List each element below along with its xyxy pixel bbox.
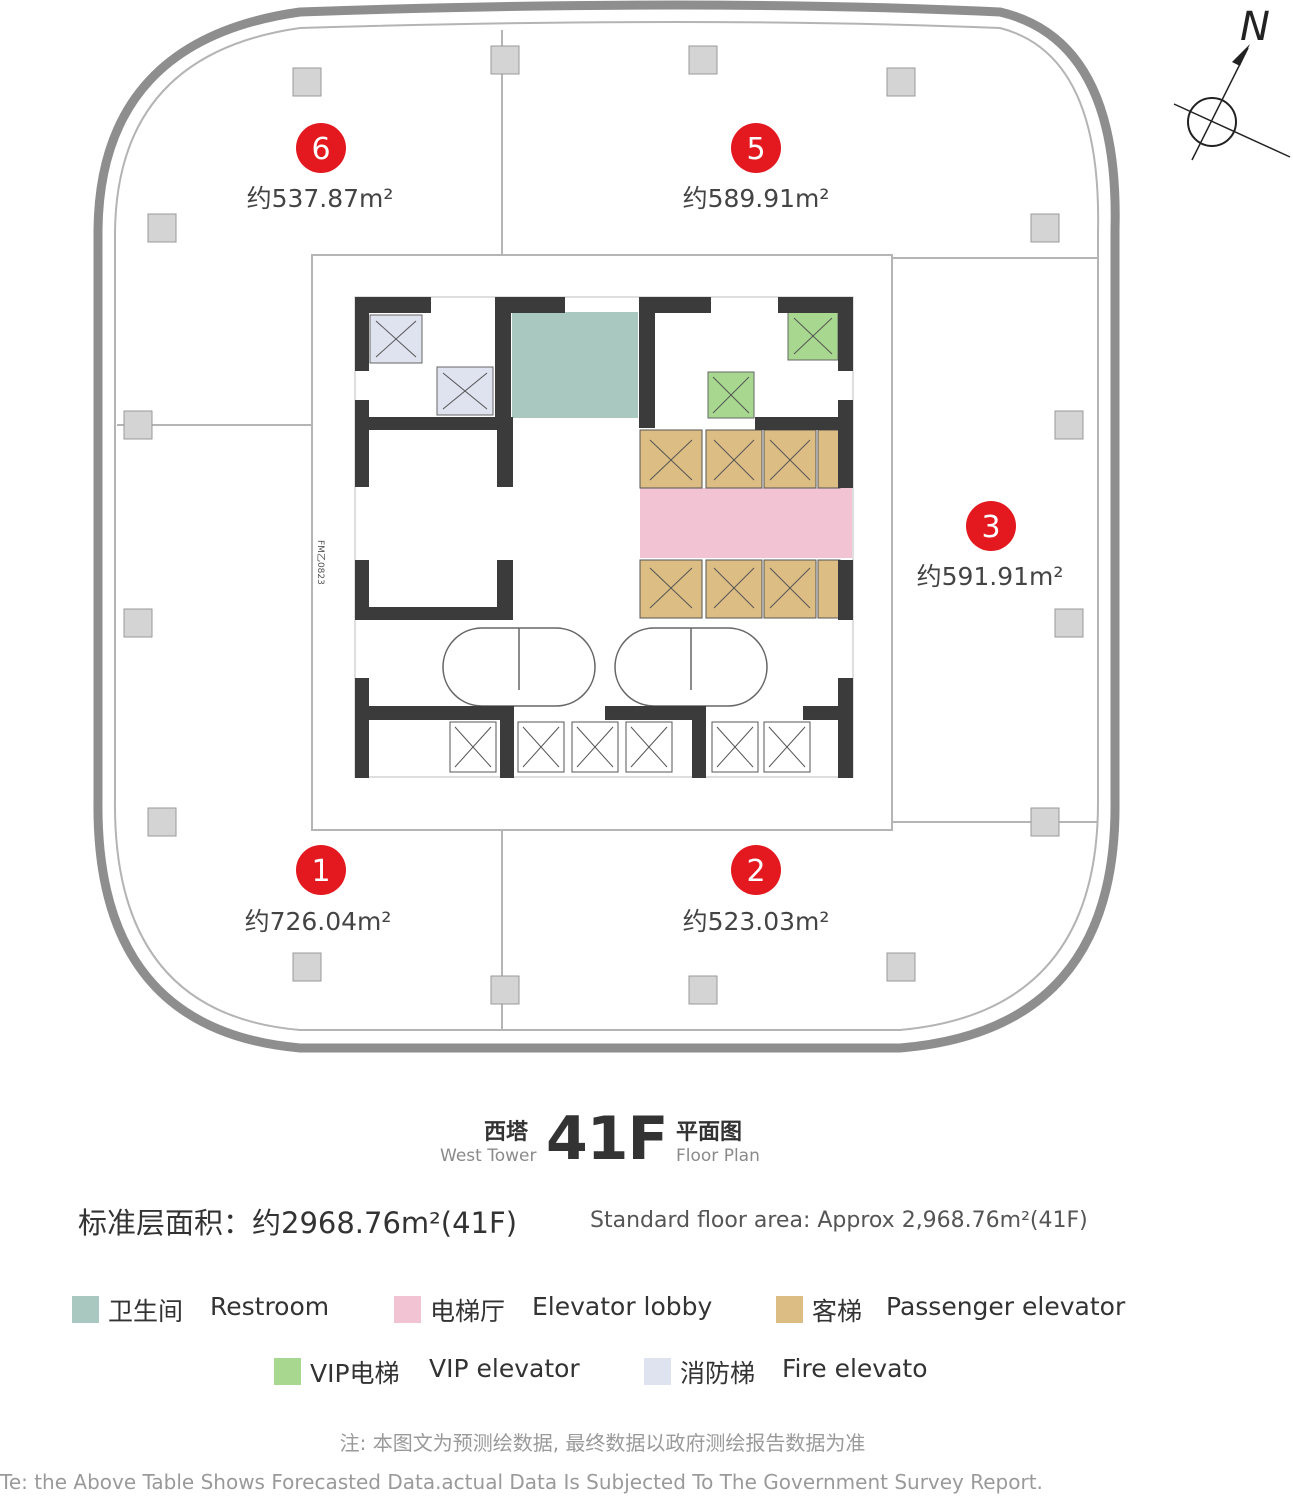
legend-row-2: VIP电梯 VIP elevator 消防梯 Fire elevato <box>274 1354 1034 1390</box>
legend-swatch-fire-elevator <box>644 1358 671 1385</box>
tower-name-en: West Tower <box>440 1146 537 1166</box>
floor-area-en: Standard floor area: Approx 2,968.76m²(4… <box>590 1208 1088 1233</box>
legend-swatch-elevator-lobby <box>394 1296 421 1323</box>
plan-label-cn: 平面图 <box>676 1120 743 1145</box>
svg-text:6: 6 <box>311 132 330 167</box>
svg-text:5: 5 <box>746 132 765 167</box>
unit-area-1: 约726.04m² <box>245 907 392 936</box>
north-arrow: N <box>1173 4 1291 161</box>
floor-plan: FM乙0823 N 6 约537.87m² 5 约589.91m² 3 约591… <box>93 0 1291 1053</box>
shaft-crosses <box>375 317 833 768</box>
unit-marker-5: 5 约589.91m² <box>683 123 830 213</box>
structural-columns <box>123 45 1084 1005</box>
building-core <box>354 296 854 778</box>
svg-text:1: 1 <box>311 854 330 889</box>
unit-area-2: 约523.03m² <box>683 907 830 936</box>
unit-marker-3: 3 约591.91m² <box>917 501 1064 591</box>
elevator-lobby-zone <box>640 488 852 558</box>
legend-row-1: 卫生间 Restroom 电梯厅 Elevator lobby 客梯 Passe… <box>72 1292 1222 1328</box>
standard-floor-area: 标准层面积：约2968.76m²(41F) Standard floor are… <box>78 1200 1278 1250</box>
unit-marker-1: 1 约726.04m² <box>245 845 392 936</box>
legend-swatch-vip-elevator <box>274 1358 301 1385</box>
unit-area-3: 约591.91m² <box>917 562 1064 591</box>
unit-area-6: 约537.87m² <box>247 184 394 213</box>
svg-text:3: 3 <box>981 510 1000 545</box>
floor-number: 41F <box>546 1104 668 1174</box>
core-walls <box>355 297 853 778</box>
plan-title: 西塔 West Tower 41F 平面图 Floor Plan <box>440 1104 860 1174</box>
floor-area-cn: 标准层面积：约2968.76m²(41F) <box>78 1206 518 1240</box>
disclaimer-en: Te: the Above Table Shows Forecasted Dat… <box>0 1470 1043 1494</box>
north-letter: N <box>1240 4 1270 50</box>
stairwells <box>442 627 768 707</box>
unit-marker-2: 2 约523.03m² <box>683 845 830 936</box>
tower-name-cn: 西塔 <box>484 1120 529 1145</box>
building-outline <box>93 0 1120 1053</box>
unit-marker-6: 6 约537.87m² <box>247 123 394 213</box>
restroom-zone <box>512 312 638 418</box>
legend-swatch-passenger-elevator <box>776 1296 803 1323</box>
legend-swatch-restroom <box>72 1296 99 1323</box>
building-outline-inner <box>113 21 1100 1031</box>
unit-area-5: 约589.91m² <box>683 184 830 213</box>
disclaimer-cn: 注: 本图文为预测绘数据, 最终数据以政府测绘报告数据为准 <box>339 1431 866 1455</box>
plan-label-en: Floor Plan <box>676 1146 760 1166</box>
svg-text:2: 2 <box>746 854 765 889</box>
door-code-label: FM乙0823 <box>315 540 326 585</box>
